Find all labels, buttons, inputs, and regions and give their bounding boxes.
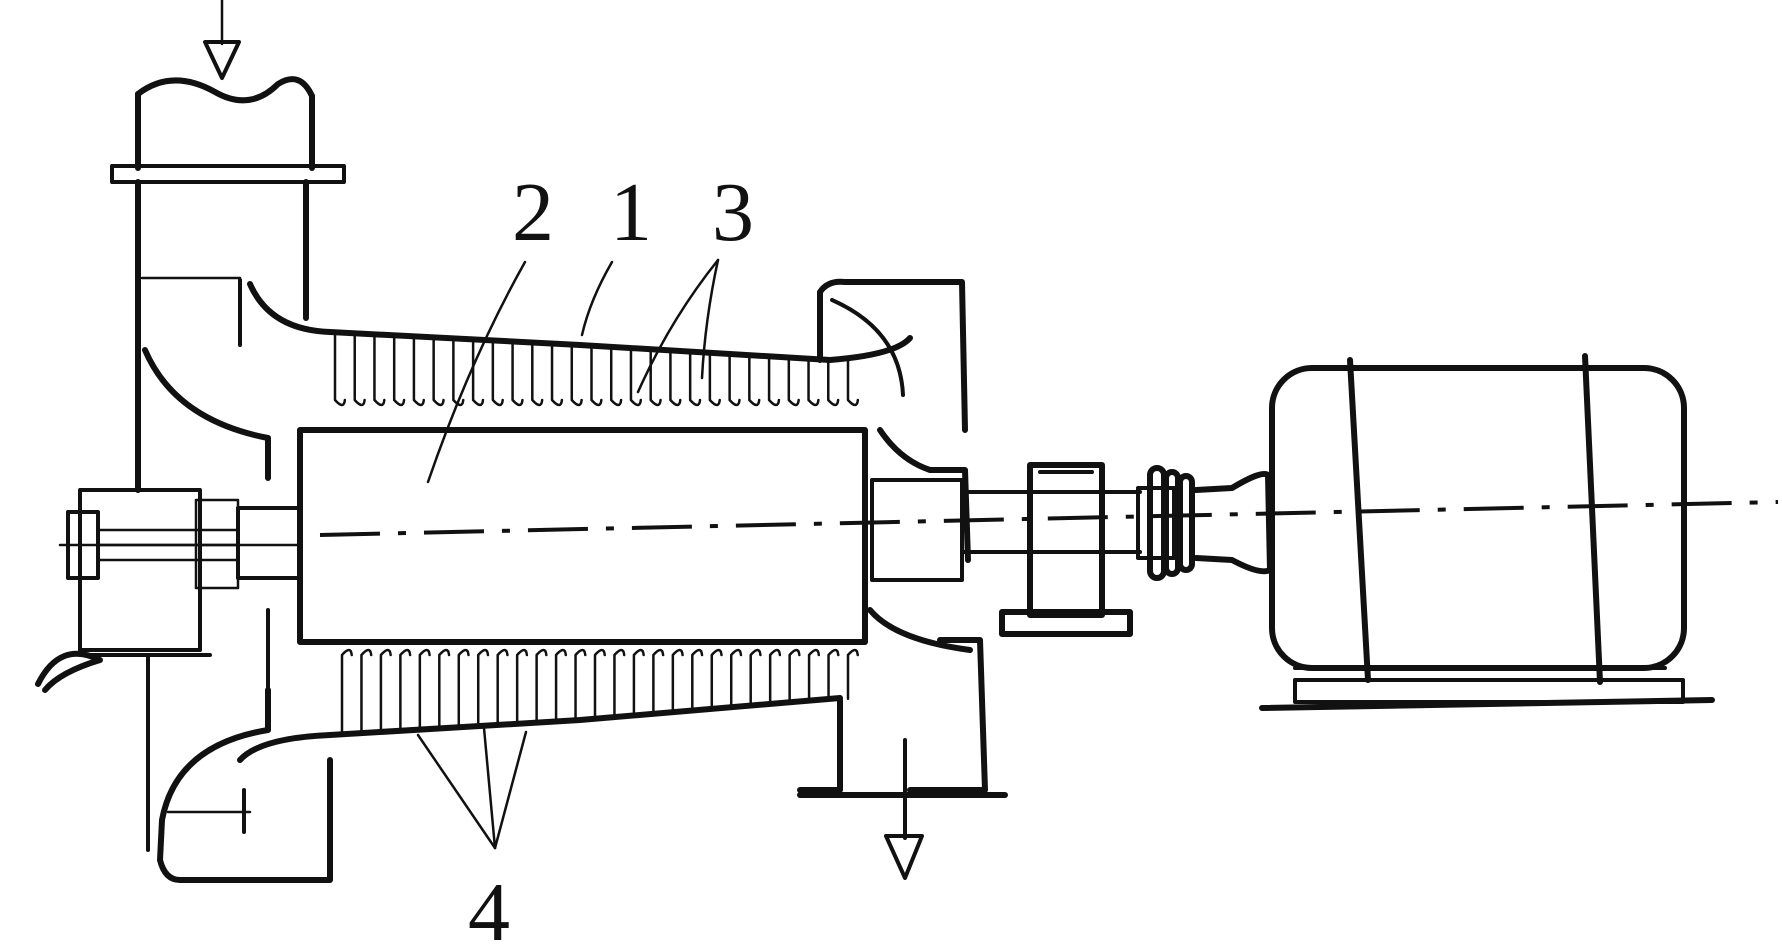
lower-blade bbox=[340, 648, 353, 736]
lower-blade bbox=[399, 648, 412, 732]
lower-blade bbox=[710, 648, 723, 710]
upper-blade bbox=[333, 333, 347, 407]
label-2: 2 bbox=[512, 166, 554, 259]
inlet-arrow bbox=[203, 0, 241, 80]
lower-blade bbox=[418, 648, 431, 730]
upper-blade bbox=[511, 342, 524, 407]
lower-blade bbox=[457, 648, 470, 728]
lower-blade bbox=[846, 648, 859, 700]
lower-blade bbox=[554, 648, 568, 721]
upper-blade bbox=[669, 350, 682, 407]
leader-lines bbox=[416, 258, 720, 850]
upper-blade bbox=[392, 336, 406, 407]
upper-blade bbox=[728, 353, 741, 407]
lower-blade bbox=[438, 648, 451, 729]
lower-blade bbox=[827, 648, 840, 702]
lower-blade bbox=[476, 648, 490, 726]
lower-blade bbox=[671, 648, 684, 713]
upper-blade bbox=[412, 337, 426, 407]
center-axis-line bbox=[319, 500, 1779, 537]
electric-motor bbox=[1259, 353, 1715, 711]
upper-blades bbox=[333, 333, 860, 407]
upper-blade bbox=[570, 345, 583, 407]
upper-blade bbox=[708, 352, 721, 407]
upper-blade bbox=[846, 359, 860, 407]
label-4: 4 bbox=[468, 866, 510, 945]
upper-blade bbox=[827, 358, 840, 407]
casing bbox=[142, 281, 913, 883]
upper-blade bbox=[787, 356, 800, 407]
lower-blade bbox=[515, 648, 529, 724]
lower-blade bbox=[379, 648, 392, 733]
label-1: 1 bbox=[610, 166, 652, 259]
left-bearing bbox=[35, 488, 270, 693]
upper-blade bbox=[590, 346, 603, 407]
lower-blade bbox=[613, 648, 626, 717]
outlet-volute bbox=[797, 278, 1008, 798]
upper-blade bbox=[550, 344, 564, 407]
lower-blade bbox=[749, 648, 762, 707]
coupling-discs bbox=[1147, 465, 1195, 581]
upper-blade bbox=[748, 354, 761, 407]
upper-blade bbox=[629, 348, 643, 407]
upper-blade bbox=[609, 347, 623, 407]
upper-blade bbox=[452, 339, 465, 407]
lower-blade bbox=[729, 648, 743, 709]
upper-blade bbox=[432, 338, 445, 407]
lower-blade bbox=[691, 648, 704, 711]
lower-blade bbox=[593, 648, 606, 718]
upper-blade bbox=[353, 334, 366, 407]
lower-blade bbox=[807, 648, 821, 703]
label-3: 3 bbox=[712, 166, 754, 259]
upper-blade bbox=[471, 340, 485, 407]
upper-blade bbox=[649, 349, 662, 407]
upper-blade bbox=[373, 335, 386, 407]
shaft-and-coupling bbox=[960, 462, 1273, 637]
lower-blade bbox=[360, 648, 373, 735]
upper-blade bbox=[688, 351, 702, 407]
inlet-pipe bbox=[110, 76, 346, 493]
lower-blade bbox=[652, 648, 665, 714]
upper-blade bbox=[531, 343, 544, 407]
upper-blade bbox=[491, 341, 504, 407]
upper-blade bbox=[767, 355, 781, 407]
lower-blade bbox=[496, 648, 509, 725]
upper-blade bbox=[807, 357, 820, 407]
lower-blade bbox=[788, 648, 801, 705]
lower-blades bbox=[340, 648, 859, 736]
lower-blade bbox=[535, 648, 548, 722]
lower-blade bbox=[632, 648, 645, 715]
lower-blade bbox=[768, 648, 782, 706]
outlet-arrow bbox=[884, 738, 924, 880]
lower-blade bbox=[574, 648, 587, 720]
